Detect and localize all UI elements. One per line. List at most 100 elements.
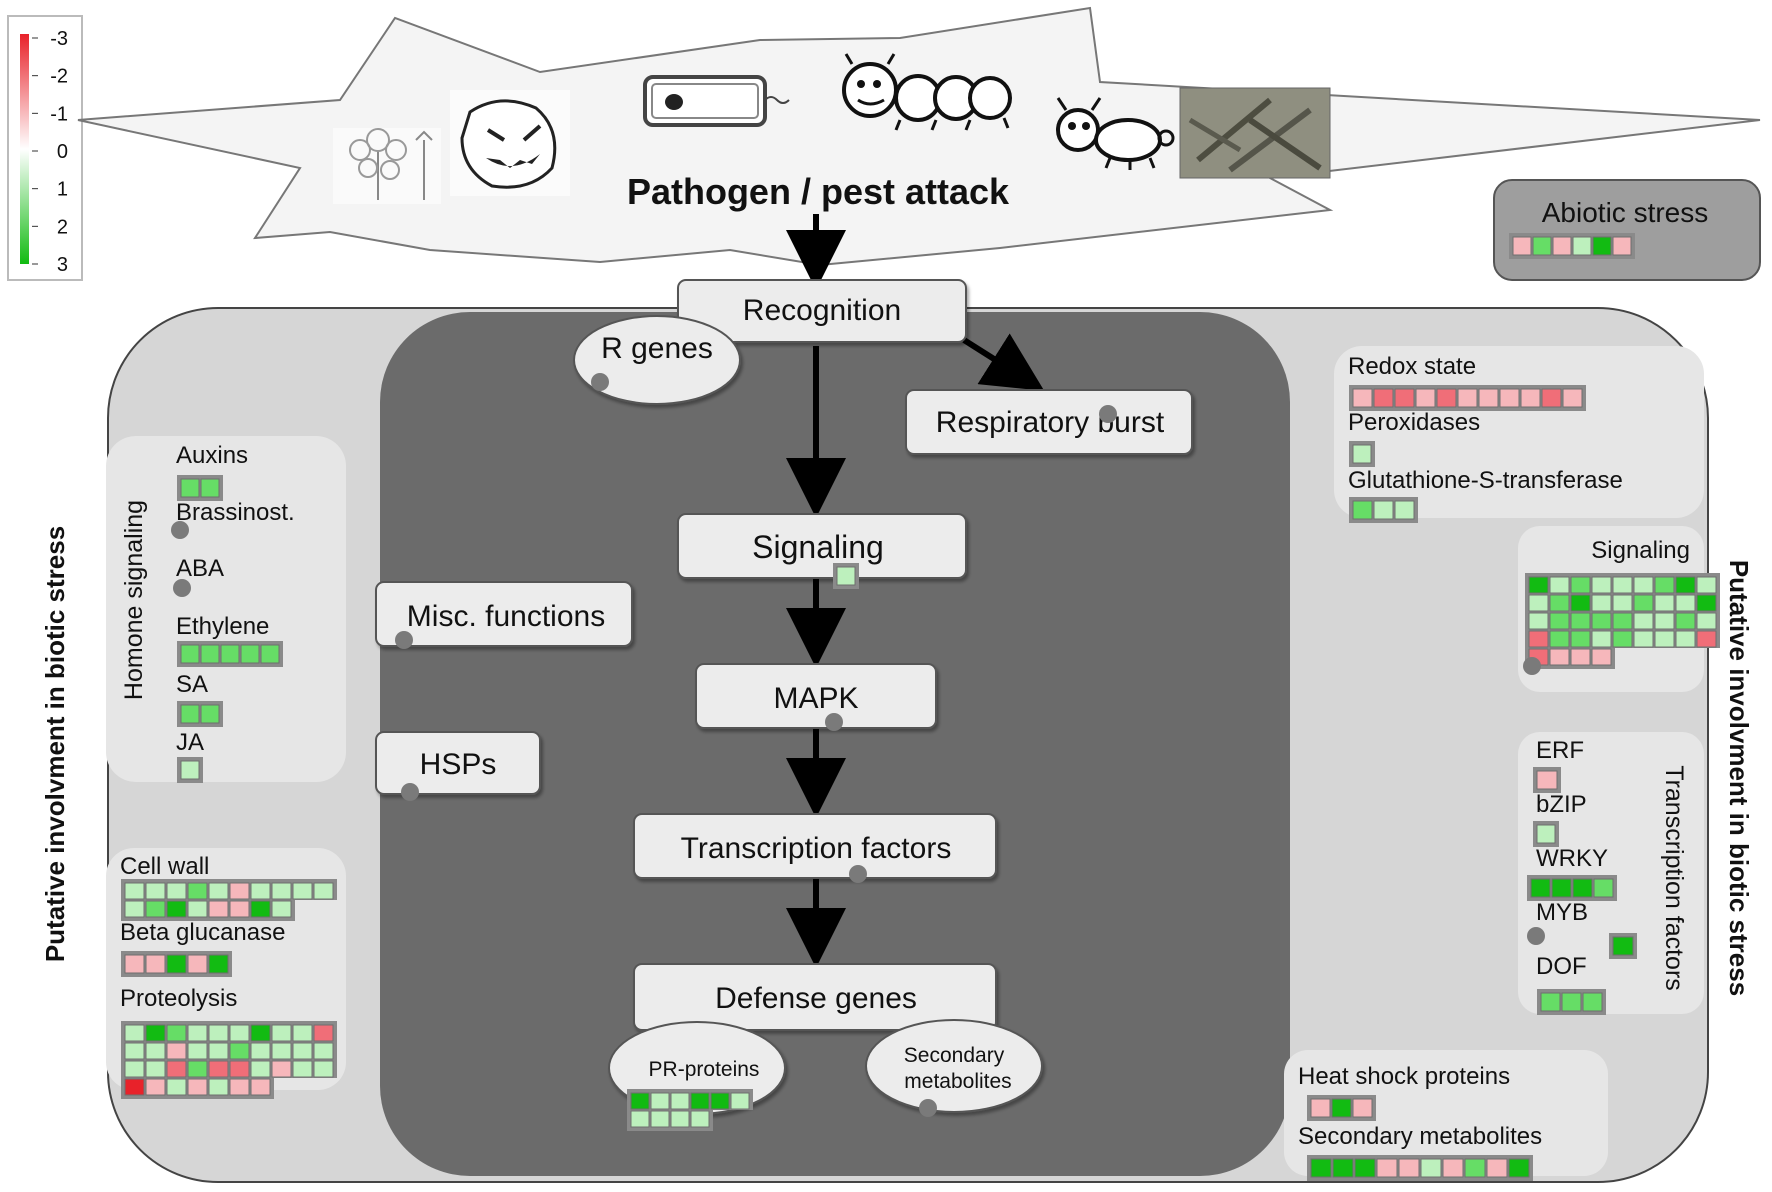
heatmap-cell xyxy=(229,1042,250,1060)
connector-dot xyxy=(1527,927,1545,945)
bzip-heatmap xyxy=(1533,821,1559,847)
heatmap-cell xyxy=(1352,444,1372,464)
heatmap-cell xyxy=(166,1024,187,1042)
ethylene-label: Ethylene xyxy=(176,613,269,640)
heatmap-cell xyxy=(1464,1158,1486,1178)
respiratory-burst-box xyxy=(905,389,1193,455)
heatmap-cell xyxy=(180,760,200,780)
heatmap-cell xyxy=(208,1078,229,1096)
heatmap-cell xyxy=(1633,630,1654,648)
heatmap-cell xyxy=(260,644,280,664)
legend-tick-label: -3 xyxy=(50,28,68,50)
heatmap-cell xyxy=(145,1042,166,1060)
heatmap-cell xyxy=(124,954,145,974)
heatmap-cell xyxy=(1398,1158,1420,1178)
erf-heatmap xyxy=(1533,767,1561,793)
heatmap-cell xyxy=(630,1110,650,1128)
heatmap-cell xyxy=(1457,388,1478,408)
heatmap-cell xyxy=(292,1042,313,1060)
heatmap-cell xyxy=(220,644,240,664)
heatmap-cell xyxy=(292,1060,313,1078)
heatmap-cell xyxy=(313,1060,334,1078)
brassinost-label: Brassinost. xyxy=(176,499,295,526)
heatmap-cell xyxy=(1520,388,1541,408)
defense-genes-label: Defense genes xyxy=(715,982,917,1015)
heatmap-cell xyxy=(1310,1158,1332,1178)
heatmap-cell xyxy=(124,900,145,918)
heatmap-cell xyxy=(1654,630,1675,648)
left-side-label: Putative involvment in biotic stress xyxy=(40,526,70,962)
heatmap-cell xyxy=(1591,630,1612,648)
heatmap-cell xyxy=(1570,648,1591,666)
heatmap-cell xyxy=(200,704,220,724)
heatmap-cell xyxy=(670,1110,690,1128)
r-genes-label: R genes xyxy=(601,332,713,365)
heatmap-cell xyxy=(836,566,856,586)
heatmap-cell xyxy=(1310,1098,1331,1118)
heatmap-cell xyxy=(229,1078,250,1096)
heatmap-cell xyxy=(1551,878,1572,898)
heatmap-cell xyxy=(250,1078,271,1096)
hormone-signaling-title: Homone signaling xyxy=(120,500,148,700)
legend-tick-label: 3 xyxy=(57,254,68,276)
heatmap-cell xyxy=(166,882,187,900)
heatmap-cell xyxy=(670,1092,690,1110)
heatmap-cell xyxy=(1675,630,1696,648)
heatmap-cell xyxy=(1696,576,1717,594)
virus-micrograph-icon xyxy=(1179,87,1331,179)
legend-gradient-bar xyxy=(20,34,29,264)
legend-tick-label: -2 xyxy=(50,66,68,88)
heatmap-cell xyxy=(208,1024,229,1042)
misc-functions-box xyxy=(375,581,633,647)
heatmap-cell xyxy=(200,478,220,498)
heatmap-cell xyxy=(124,1024,145,1042)
heatmap-cell xyxy=(208,900,229,918)
heatmap-cell xyxy=(1549,612,1570,630)
heatmap-cell xyxy=(313,1024,334,1042)
signaling-heatmap xyxy=(833,563,859,589)
connector-dot xyxy=(825,713,843,731)
heatmap-cell xyxy=(1478,388,1499,408)
heatmap-cell xyxy=(1591,594,1612,612)
heatmap-cell xyxy=(1352,500,1373,520)
heatmap-cell xyxy=(1654,612,1675,630)
redox-state-label: Redox state xyxy=(1348,353,1476,380)
heatmap-cell xyxy=(313,882,334,900)
connector-dot xyxy=(171,521,189,539)
heatmap-cell xyxy=(1570,612,1591,630)
plant-sketch-icon xyxy=(333,128,441,204)
heatmap-cell xyxy=(1612,576,1633,594)
heatmap-cell xyxy=(292,1024,313,1042)
heatmap-cell xyxy=(1570,594,1591,612)
heat-shock-proteins-heatmap xyxy=(1307,1095,1376,1121)
pr-proteins-label: PR-proteins xyxy=(649,1058,760,1081)
cell-wall-heatmap xyxy=(121,879,337,921)
heatmap-cell xyxy=(208,954,229,974)
redox-state-heatmap xyxy=(1349,385,1586,411)
heatmap-cell xyxy=(1528,576,1549,594)
right-signaling-heatmap xyxy=(1525,573,1720,669)
heatmap-cell xyxy=(1612,936,1634,956)
heatmap-cell xyxy=(271,900,292,918)
heatmap-cell xyxy=(250,1042,271,1060)
connector-dot xyxy=(395,631,413,649)
spiky-microbe-icon xyxy=(450,90,570,196)
r-genes-ellipse xyxy=(573,315,741,405)
wrky-heatmap xyxy=(1527,875,1617,901)
heatmap-cell xyxy=(1549,630,1570,648)
heatmap-cell xyxy=(1442,1158,1464,1178)
abiotic-stress-box: Abiotic stress xyxy=(1493,179,1761,281)
hsps-label: HSPs xyxy=(420,748,497,781)
heatmap-cell xyxy=(208,882,229,900)
transcription-factors-title: Transcription factors xyxy=(1660,765,1688,991)
heatmap-cell xyxy=(180,644,200,664)
heatmap-cell xyxy=(650,1110,670,1128)
sa-label: SA xyxy=(176,671,208,698)
heatmap-cell xyxy=(1612,630,1633,648)
heatmap-cell xyxy=(1394,500,1415,520)
heatmap-cell xyxy=(1570,630,1591,648)
hsps-box xyxy=(375,731,541,795)
heatmap-cell xyxy=(166,1060,187,1078)
